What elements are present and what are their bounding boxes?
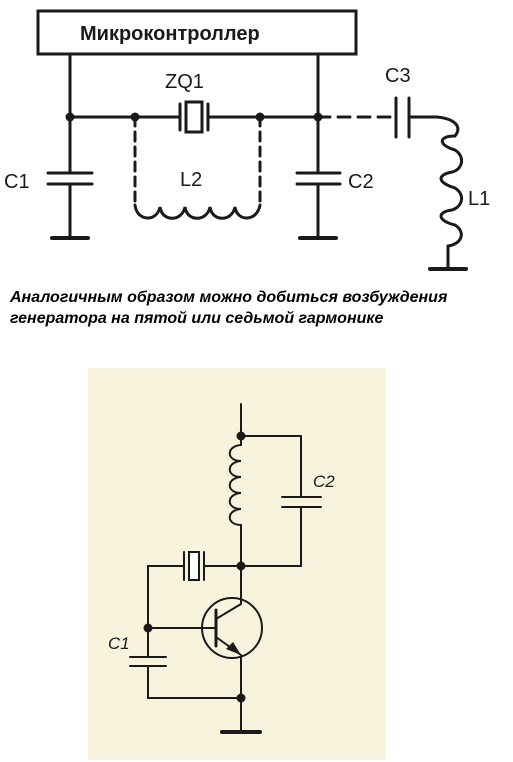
capacitor-c3-label: C3	[385, 65, 411, 87]
microcontroller-label: Микроконтроллер	[80, 23, 260, 45]
crystal-zq1-symbol	[178, 100, 210, 134]
emitter-arrow-icon	[226, 642, 241, 655]
capacitor-c2-label: C2	[348, 171, 374, 193]
microcontroller-oscillator-schematic: Микроконтроллер ZQ1 C1 C2 C3 L1 L2	[4, 9, 490, 271]
transistor-oscillator-schematic: C2 C1	[88, 368, 386, 760]
microcontroller-box	[36, 9, 358, 56]
capacitor-c1-label-bottom: C1	[108, 634, 130, 653]
inductor-l2-label: L2	[180, 169, 202, 191]
capacitor-c2-symbol	[295, 115, 342, 240]
capacitor-c1-label: C1	[4, 171, 30, 193]
npn-transistor-symbol	[147, 565, 263, 699]
crystal-zq1-label: ZQ1	[165, 71, 204, 93]
inductor-l1-symbol	[428, 115, 468, 271]
inductor-l1-label: L1	[468, 188, 490, 210]
capacitor-c2-label-bottom: C2	[313, 472, 335, 491]
capacitor-c3-symbol	[394, 96, 411, 139]
caption-text: Аналогичным образом можно добиться возбу…	[10, 289, 448, 327]
capacitor-c1-symbol	[46, 115, 94, 240]
inductor-l2-symbol	[133, 115, 262, 220]
